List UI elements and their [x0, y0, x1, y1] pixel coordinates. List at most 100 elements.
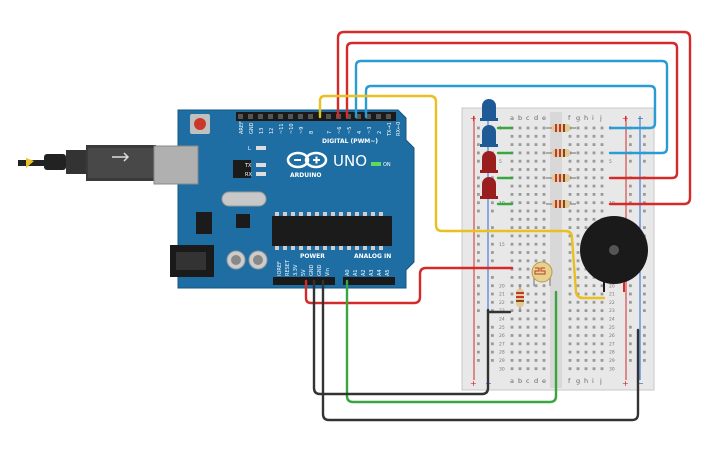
wire-blue-1 — [354, 59, 669, 155]
analog-header-label: ANALOG IN — [354, 253, 391, 260]
breadboard-hole — [584, 159, 588, 163]
breadboard-hole — [526, 292, 530, 296]
breadboard-hole — [510, 276, 514, 279]
led-blue-1 — [480, 99, 498, 121]
breadboard-hole — [592, 151, 596, 155]
breadboard-hole — [576, 217, 580, 221]
rail-hole — [477, 193, 480, 196]
breadboard-hole — [592, 300, 596, 304]
breadboard-hole — [534, 126, 538, 130]
rail-hole — [629, 134, 632, 138]
rail-hole — [643, 342, 646, 346]
breadboard-hole — [518, 143, 522, 146]
row-number-left: 24 — [499, 317, 505, 323]
rail-hole — [477, 309, 480, 312]
rail-hole — [477, 251, 480, 254]
breadboard-hole — [542, 300, 546, 304]
breadboard-hole — [576, 342, 580, 346]
rail-hole — [491, 176, 494, 180]
breadboard-hole — [576, 309, 580, 312]
breadboard-hole — [600, 292, 604, 296]
breadboard-hole — [568, 134, 572, 138]
pin-label-rx0: RX←0 — [396, 122, 402, 136]
breadboard-hole — [518, 350, 522, 354]
rail-hole — [629, 143, 632, 146]
breadboard-hole — [568, 217, 572, 221]
breadboard-hole — [576, 193, 580, 196]
breadboard-hole — [542, 317, 546, 321]
pin-label-5v: 5V — [301, 269, 307, 276]
rail-hole — [643, 350, 646, 354]
power-header — [273, 277, 335, 285]
breadboard-hole — [592, 350, 596, 354]
pin-label-13: 13 — [259, 128, 265, 134]
row-number-left: 25 — [499, 325, 505, 331]
breadboard-hole — [526, 350, 530, 354]
breadboard-hole — [600, 325, 604, 329]
breadboard-hole — [518, 342, 522, 346]
pin-label-5: ~5 — [347, 127, 353, 134]
rail-hole — [629, 184, 632, 188]
breadboard-hole — [576, 151, 580, 155]
breadboard-hole — [510, 217, 514, 221]
rail-hole — [629, 284, 632, 288]
breadboard-hole — [600, 367, 604, 371]
breadboard-hole — [576, 292, 580, 296]
breadboard-hole — [600, 317, 604, 321]
resistor-5 — [516, 284, 524, 312]
rail-hole — [629, 193, 632, 196]
breadboard-hole — [518, 359, 522, 362]
rail-hole — [629, 325, 632, 329]
wire-black-gnd-2 — [321, 279, 640, 422]
breadboard-hole — [510, 284, 514, 288]
row-number-left: 15 — [499, 242, 505, 248]
breadboard-hole — [584, 209, 588, 213]
breadboard-hole — [584, 168, 588, 171]
row-number-left: 5 — [499, 159, 502, 165]
breadboard-hole — [510, 209, 514, 213]
rail-hole — [477, 151, 480, 155]
breadboard-hole — [568, 317, 572, 321]
rail-hole — [643, 300, 646, 304]
breadboard-hole — [518, 259, 522, 263]
pin-label-2: 2 — [377, 131, 383, 134]
resistor-2 — [546, 149, 576, 157]
breadboard-hole — [584, 217, 588, 221]
rail-hole — [629, 334, 632, 337]
rail-minus-bottom-right: − — [637, 379, 644, 388]
breadboard-hole — [542, 367, 546, 371]
rail-hole — [643, 209, 646, 213]
breadboard-hole — [510, 292, 514, 296]
breadboard-hole — [510, 259, 514, 263]
breadboard-hole — [600, 342, 604, 346]
row-number-left: 29 — [499, 358, 505, 364]
breadboard-hole — [576, 317, 580, 321]
pin-label-3v3: 3.3V — [293, 264, 299, 276]
pin-label-a3: A3 — [369, 269, 375, 276]
breadboard-hole — [510, 317, 514, 321]
on-led-label: ON — [383, 162, 391, 168]
breadboard-hole — [592, 159, 596, 163]
breadboard-hole — [568, 143, 572, 146]
photoresistor — [531, 261, 553, 286]
breadboard-hole — [534, 325, 538, 329]
breadboard-hole — [534, 193, 538, 196]
breadboard-hole — [526, 276, 530, 279]
breadboard-hole — [534, 317, 538, 321]
rail-hole — [491, 251, 494, 254]
breadboard-hole — [534, 159, 538, 163]
breadboard-hole — [526, 168, 530, 171]
breadboard-hole — [584, 143, 588, 146]
rail-hole — [629, 300, 632, 304]
breadboard-hole — [526, 309, 530, 312]
breadboard-hole — [568, 259, 572, 263]
breadboard-hole — [592, 193, 596, 196]
rail-hole — [643, 134, 646, 138]
row-number-right: 5 — [609, 159, 612, 165]
breadboard-hole — [576, 234, 580, 238]
breadboard-hole — [542, 350, 546, 354]
breadboard-hole — [534, 176, 538, 180]
col-label-h-bottom: h — [584, 377, 588, 385]
power-header-label: POWER — [300, 253, 325, 260]
breadboard-hole — [526, 143, 530, 146]
